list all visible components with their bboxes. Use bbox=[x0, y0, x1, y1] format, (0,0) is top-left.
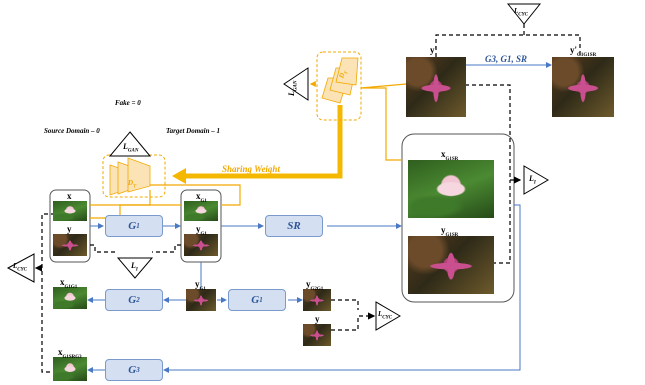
lgan-triangle-right bbox=[283, 67, 309, 101]
label-y-bottom: y bbox=[315, 314, 320, 324]
lcyc-triangle-bottom bbox=[375, 301, 401, 331]
li-triangle-mid bbox=[116, 257, 154, 279]
label-x-g1: xG1 bbox=[196, 191, 207, 204]
dash-cyc-bottom-1 bbox=[331, 299, 359, 310]
label-fake: Fake = 0 bbox=[115, 99, 141, 107]
label-target-domain: Target Domain – 1 bbox=[166, 127, 220, 135]
label-y-prime-g1g1sr: y'G1G1SR bbox=[570, 45, 597, 58]
label-y-g2g1: yG2G1 bbox=[306, 279, 324, 292]
image-x-g1g1 bbox=[53, 287, 87, 309]
label-lgan-right: LGAN bbox=[287, 80, 299, 96]
image-y-bottom bbox=[303, 324, 331, 346]
orange-line-disc-top-2 bbox=[360, 83, 407, 89]
orange-line-right bbox=[150, 184, 241, 206]
image-y-prime bbox=[406, 57, 466, 117]
disc-stack-top bbox=[321, 57, 359, 104]
image-x bbox=[53, 201, 87, 221]
sharing-weight-arrowhead bbox=[172, 168, 186, 184]
lgan-triangle-top bbox=[108, 131, 152, 157]
label-y-g1sr: yG1SR bbox=[441, 225, 459, 238]
li-triangle-right bbox=[523, 165, 549, 195]
image-x-g1sr bbox=[408, 160, 494, 218]
label-li-mid: LI bbox=[131, 261, 138, 273]
orange-line-disc-top bbox=[361, 87, 402, 161]
disc-box-top bbox=[316, 51, 362, 121]
label-source-domain: Source Domain – 0 bbox=[44, 127, 100, 135]
label-y-g1-mid: yG1 bbox=[195, 279, 206, 292]
label-lgan-top: LGAN bbox=[123, 142, 139, 154]
image-y-g1-mid bbox=[186, 289, 216, 311]
g1-top-label: G bbox=[128, 220, 137, 232]
image-y-g2g1 bbox=[303, 289, 331, 311]
lcyc-triangle-top bbox=[506, 3, 542, 25]
label-y-g1: yG1 bbox=[196, 224, 207, 237]
label-lcyc-left: LCYC bbox=[13, 262, 28, 273]
g2-label: G bbox=[128, 294, 137, 306]
label-x: x bbox=[67, 191, 72, 201]
label-lcyc-top: LCYC bbox=[514, 7, 529, 18]
lcyc-triangle-left bbox=[6, 253, 35, 283]
dash-li-right bbox=[152, 244, 181, 253]
label-y-prime: y' bbox=[430, 45, 438, 55]
image-x-g1srg3 bbox=[53, 357, 87, 381]
dash-lcyc-top bbox=[435, 34, 581, 57]
dash-li-left bbox=[90, 244, 118, 253]
dash-li-right-top bbox=[465, 84, 522, 184]
image-y-g1 bbox=[184, 234, 218, 256]
label-li-right: LI bbox=[529, 174, 536, 186]
image-x-g1 bbox=[184, 201, 218, 221]
image-y-prime-g1g1sr bbox=[552, 57, 614, 117]
sr-output-group-box bbox=[401, 133, 515, 303]
generator-sr: SR bbox=[265, 215, 323, 237]
sr-label: SR bbox=[287, 220, 301, 232]
label-g3-g1-sr: G3, G1, SR bbox=[485, 54, 528, 64]
image-y bbox=[53, 234, 87, 256]
label-x-g1sr: xG1SR bbox=[441, 149, 459, 162]
label-x-g1srg3: xG1SRG3 bbox=[58, 347, 82, 360]
dash-cyc-bottom-2 bbox=[331, 312, 376, 331]
label-x-g1g1: xG1G1 bbox=[60, 277, 78, 290]
dash-li-right-bottom bbox=[492, 180, 511, 264]
label-lcyc-bottom: LCYC bbox=[378, 310, 393, 321]
image-y-g1sr bbox=[408, 236, 494, 294]
label-disc-left: DT bbox=[128, 179, 137, 190]
dash-cyc-left bbox=[41, 213, 55, 373]
sharing-weight-arrow bbox=[186, 105, 343, 179]
disc-stack-left bbox=[109, 157, 151, 196]
arrow-sr-box-to-g3 bbox=[163, 204, 521, 373]
label-y: y bbox=[67, 224, 72, 234]
g3-label: G bbox=[128, 364, 137, 376]
g1-bottom-label: G bbox=[251, 294, 260, 306]
label-sharing-weight: Sharing Weight bbox=[222, 164, 280, 174]
